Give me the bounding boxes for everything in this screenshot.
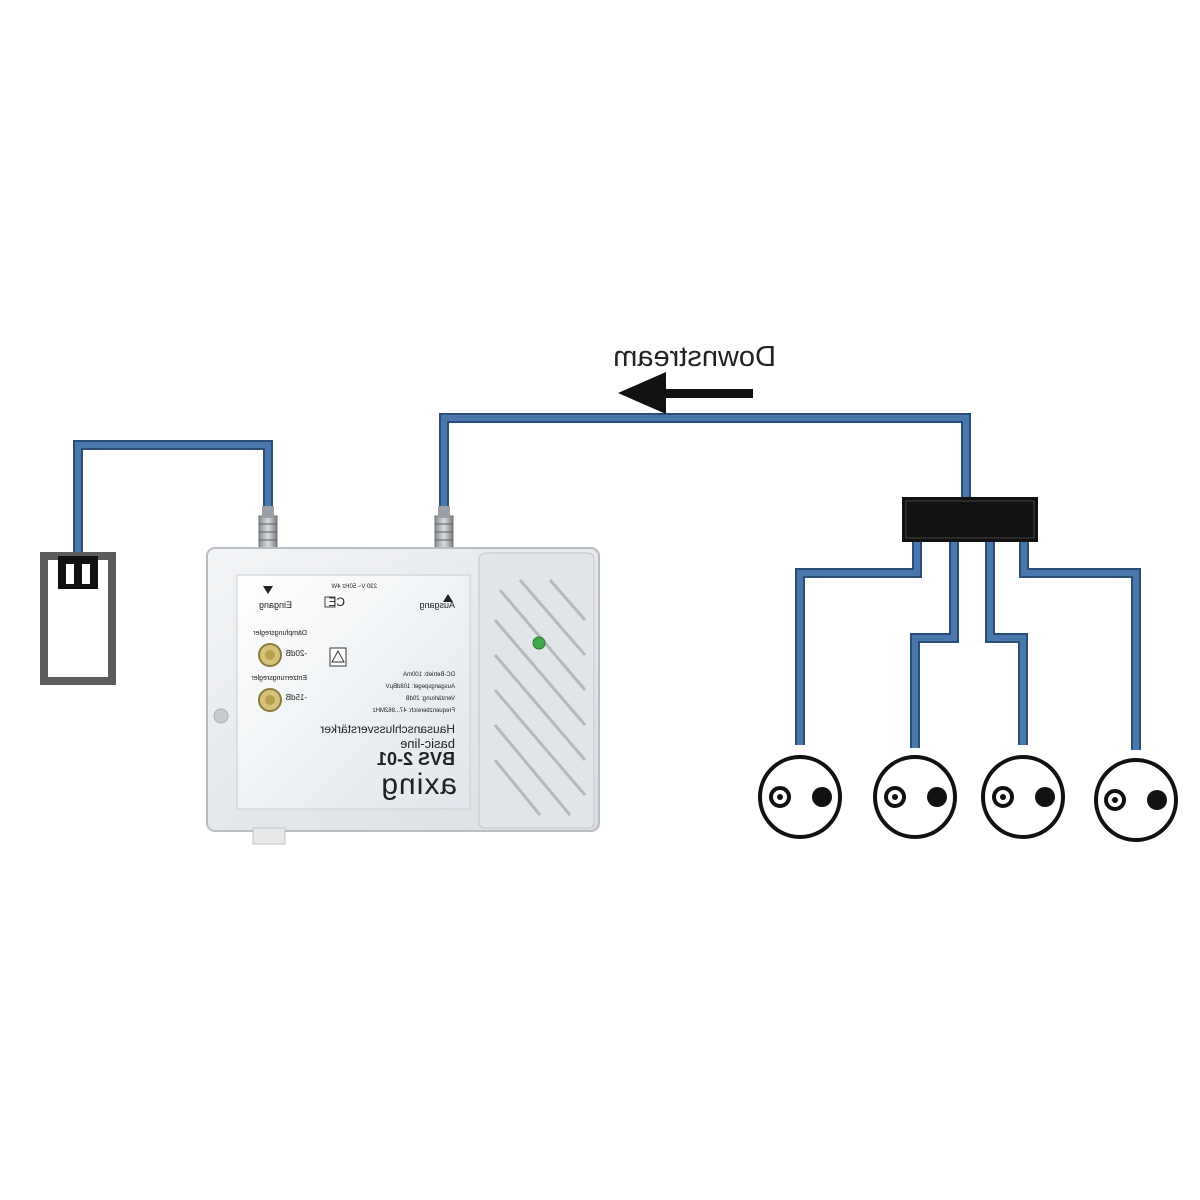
control-2-label: Entzerrungsregler — [251, 675, 307, 682]
downstream-label: Downstream — [613, 341, 776, 373]
mount-hole-left — [213, 708, 229, 724]
product-type: Hausanschlussverstärker — [320, 722, 455, 736]
arrow-down-input-icon — [263, 586, 273, 594]
class-ii-icon — [324, 596, 336, 608]
cable-output-to-splitter — [439, 413, 971, 520]
outlet-4 — [1094, 758, 1178, 842]
control-1-value: -20dB — [286, 649, 307, 658]
control-1-label: Dämpfungsregler — [253, 630, 307, 637]
spec-line-2: Verstärkung: 20dB — [406, 696, 455, 702]
spec-line-1: Frequenzbereich: 47...862MHz — [373, 708, 455, 714]
splitter-box — [902, 497, 1038, 542]
control-2-value: -15dB — [286, 693, 307, 702]
amplifier-device: axing BVS 2-01 basic-line Hausanschlussv… — [206, 506, 600, 845]
trim-knob-2 — [258, 688, 282, 712]
cable-socket-to-input — [73, 440, 273, 560]
label-text-mirrored: axing BVS 2-01 basic-line Hausanschlussv… — [251, 584, 457, 801]
port-label-output: Ausgang — [419, 600, 455, 610]
f-connector-input — [258, 506, 278, 551]
port-label-input: Eingang — [259, 600, 292, 610]
brand-logo: axing — [380, 768, 457, 801]
model-name: BVS 2-01 — [377, 749, 455, 769]
warning-icon — [329, 647, 347, 667]
power-led — [532, 636, 546, 650]
wall-socket — [40, 552, 116, 685]
vent-grille — [478, 552, 595, 829]
f-connector-output — [434, 506, 454, 551]
ce-mark: CE — [328, 595, 345, 609]
outlets — [758, 755, 1178, 842]
spec-line-4: DC-Betrieb: 100mA — [403, 672, 455, 678]
cable-splitter-to-outlet-3 — [985, 540, 1028, 745]
product-line: basic-line — [400, 736, 455, 751]
power-rating: 230 V~ 50Hz 4W — [331, 584, 377, 590]
outlet-3 — [981, 755, 1065, 839]
arrow-up-output-icon — [443, 594, 453, 602]
downstream-indicator: Downstream — [613, 341, 776, 414]
trim-knob-1 — [258, 643, 282, 667]
arrow-left-icon — [618, 372, 753, 414]
outlet-2 — [873, 755, 957, 839]
outlet-1 — [758, 755, 842, 839]
spec-line-3: Ausgangspegel: 108dBµV — [385, 684, 455, 690]
cables — [73, 413, 1141, 750]
